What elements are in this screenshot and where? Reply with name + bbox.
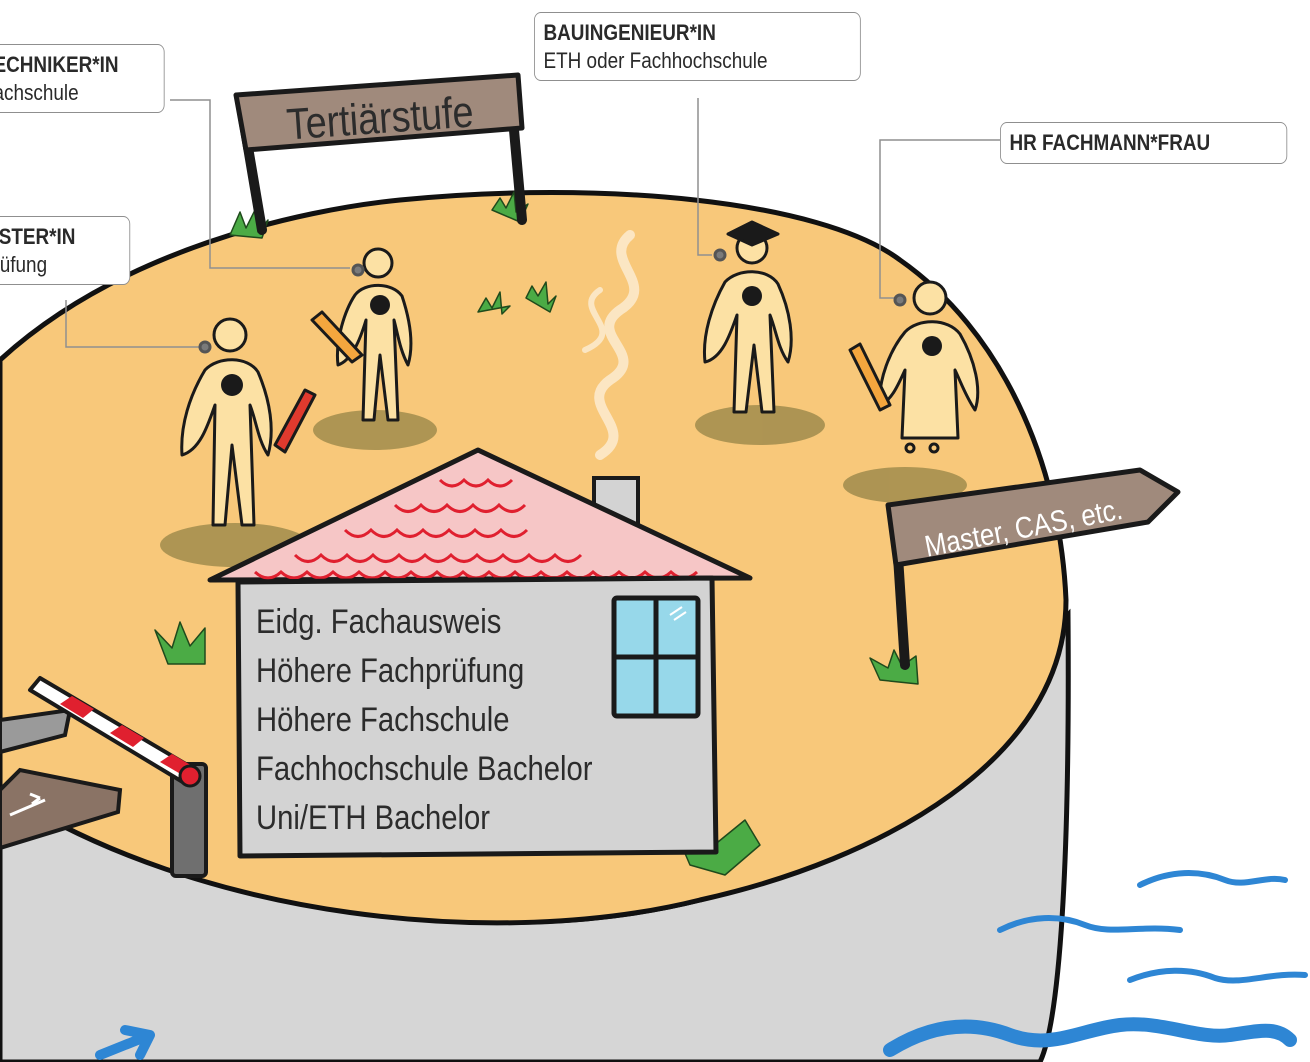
callout-hr: HR FACHMANN*FRAU xyxy=(1000,122,1288,164)
house-window xyxy=(611,595,701,719)
house-wall xyxy=(235,575,719,859)
figure-meister xyxy=(180,317,317,527)
water-waves xyxy=(95,870,1308,1060)
house-line-hoehere-fachschule: Höhere Fachschule xyxy=(256,701,510,739)
house-line-hoehere-fachpruefung: Höhere Fachprüfung xyxy=(256,652,525,690)
callout-bauingenieur-title: BAUINGENIEUR*IN xyxy=(543,20,716,45)
barrier xyxy=(0,676,208,878)
house xyxy=(207,447,753,859)
callout-meister-subtitle: rüfung xyxy=(0,251,48,277)
callout-bauingenieur: BAUINGENIEUR*IN ETH oder Fachhochschule xyxy=(534,12,861,81)
house-line-fachausweis: Eidg. Fachausweis xyxy=(256,603,502,641)
house-line-fachhochschule-bachelor: Fachhochschule Bachelor xyxy=(256,750,593,788)
figure-bauingenieur xyxy=(702,220,793,414)
dirt-patches xyxy=(160,405,967,567)
callout-meister-title: ISTER*IN xyxy=(0,224,76,249)
tertiary-sign: Tertiärstufe xyxy=(233,72,527,235)
callout-connectors xyxy=(65,98,1000,348)
callout-techniker-subtitle: achschule xyxy=(0,79,79,105)
figure-hr xyxy=(848,280,980,454)
callout-bauingenieur-subtitle: ETH oder Fachhochschule xyxy=(543,47,768,73)
callout-hr-title: HR FACHMANN*FRAU xyxy=(1009,130,1211,155)
callout-meister: ISTER*IN rüfung xyxy=(0,216,131,285)
house-qualifications: Eidg. Fachausweis Höhere Fachprüfung Höh… xyxy=(256,598,593,843)
callout-techniker-title: ECHNIKER*IN xyxy=(0,52,119,77)
house-line-uni-eth-bachelor: Uni/ETH Bachelor xyxy=(256,799,491,837)
chimney-smoke xyxy=(582,230,640,460)
figure-techniker xyxy=(310,247,413,422)
callout-techniker: ECHNIKER*IN achschule xyxy=(0,44,165,113)
